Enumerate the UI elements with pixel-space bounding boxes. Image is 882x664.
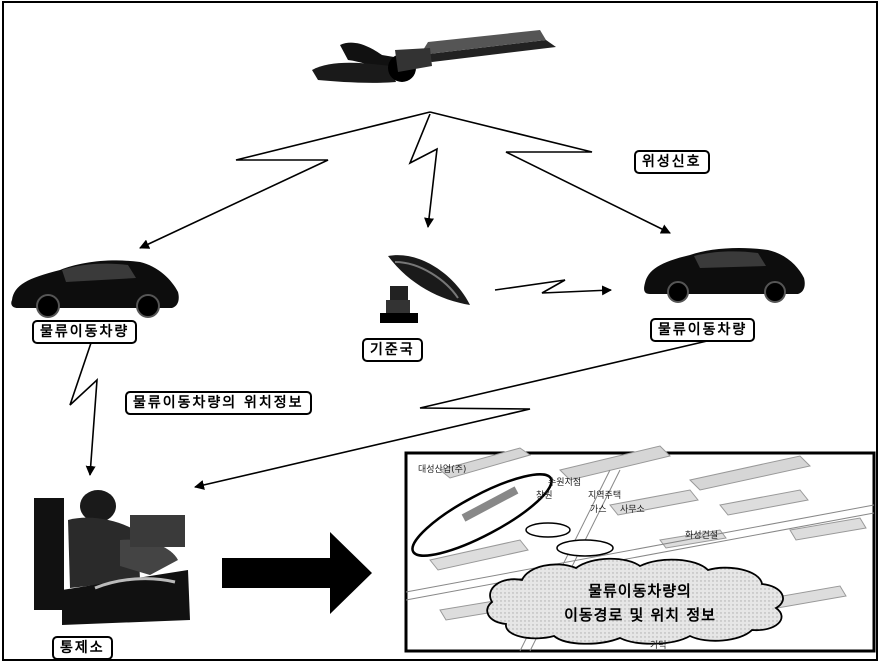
control-center-label: 통제소 [52,636,113,660]
map-place-label: 사무소 [620,505,645,515]
cloud-text-line1: 물류이동차량의 [588,582,692,600]
info-cloud [486,557,784,645]
signal-arrow-vehicle-to-center [69,339,98,476]
vehicle-left-icon [11,260,179,318]
signal-arrow-left [139,111,431,249]
satellite-signal-arrows [69,111,721,490]
map-panel [404,445,876,653]
map-place-label: 창원 [536,491,553,501]
map-place-label: 화성건설 [685,531,719,541]
satellite-signal-label: 위성신호 [634,150,710,174]
map-place-label: 지역주택 [588,491,622,501]
signal-arrow-base-to-vehicle [494,279,612,296]
base-station-label: 기준국 [362,338,423,362]
satellite-icon [312,30,556,83]
signal-arrow-center [408,113,438,228]
map-place-label: 가덕 [650,641,667,651]
map-place-label: 수원지점 [548,478,582,488]
signal-arrow-right-vehicle-to-center [194,337,721,490]
map-place-label: 대성산업(주) [418,465,467,475]
vehicle-right-icon [644,247,805,303]
vehicle-left-label: 물류이동차량 [32,320,138,344]
signal-arrow-right [429,111,671,234]
big-right-arrow [222,532,372,614]
vehicle-right-label: 물류이동차량 [650,318,756,342]
control-center-operator-icon [32,490,190,625]
cloud-text-line2: 이동경로 및 위치 정보 [564,606,716,624]
map-place-label: 가스 [590,505,607,515]
base-station-dish-icon [380,255,470,323]
vehicle-location-label: 물류이동차량의 위치정보 [125,391,312,415]
